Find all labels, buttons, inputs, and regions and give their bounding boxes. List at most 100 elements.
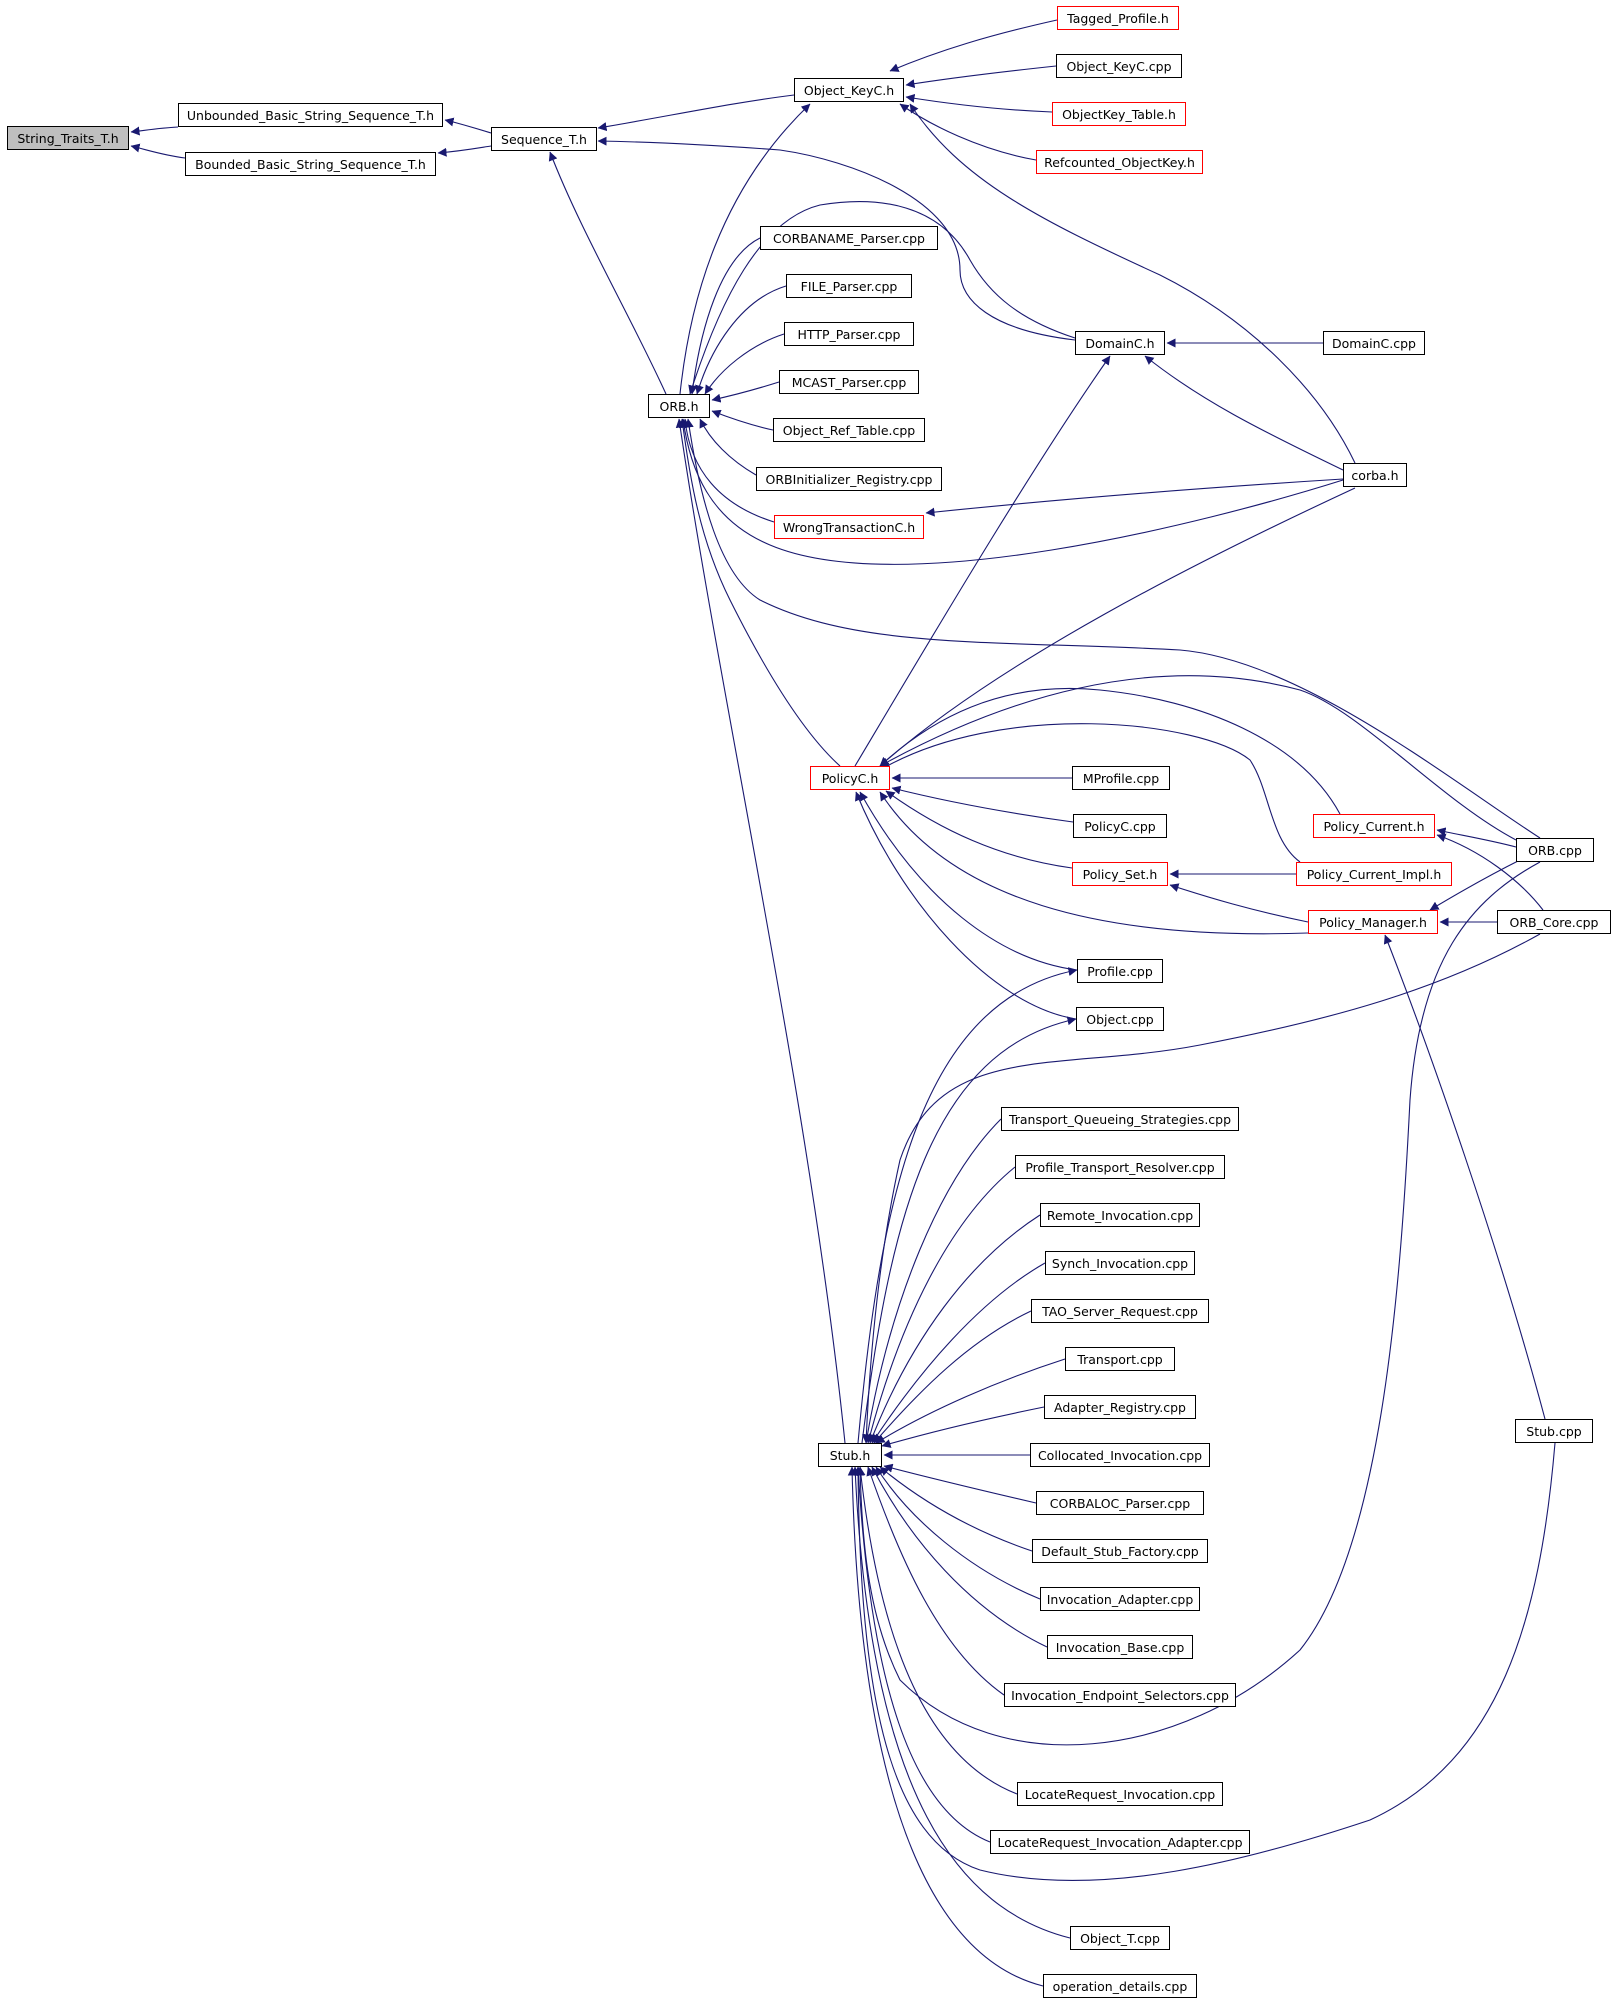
node-invocation-base-cpp[interactable]: Invocation_Base.cpp	[1047, 1635, 1193, 1659]
edge-policyc-cpp-to-policyc-h	[891, 785, 1074, 823]
edge-locatereq-inv-to-stub-h	[856, 1466, 1018, 1795]
node-file-parser-cpp[interactable]: FILE_Parser.cpp	[786, 274, 912, 298]
node-tao-server-request-cpp[interactable]: TAO_Server_Request.cpp	[1031, 1299, 1209, 1323]
edge-profile-cpp-to-policyc-h	[859, 791, 1078, 971]
edge-adapter-registry-to-stub-h	[881, 1406, 1045, 1448]
node-policyc-h[interactable]: PolicyC.h	[810, 766, 890, 790]
node-adapter-registry-cpp[interactable]: Adapter_Registry.cpp	[1044, 1395, 1196, 1419]
node-corba-h[interactable]: corba.h	[1343, 463, 1407, 487]
edge-bounded-to-string-traits	[130, 143, 186, 159]
node-orb-cpp[interactable]: ORB.cpp	[1516, 838, 1594, 862]
edge-corba-h-to-domainc-h	[1144, 355, 1344, 471]
edge-corbaname-to-orb-h	[688, 237, 761, 395]
node-policy-manager-h[interactable]: Policy_Manager.h	[1308, 910, 1438, 934]
node-unbounded-basic-string-sequence-t-h[interactable]: Unbounded_Basic_String_Sequence_T.h	[178, 103, 443, 127]
node-locaterequest-invocation-cpp[interactable]: LocateRequest_Invocation.cpp	[1017, 1782, 1223, 1806]
node-default-stub-factory-cpp[interactable]: Default_Stub_Factory.cpp	[1032, 1539, 1208, 1563]
edge-orb-core-to-stub-h	[861, 933, 1541, 1444]
edge-object-keyc-cpp-to-object-keyc-h	[905, 65, 1057, 89]
node-orb-core-cpp[interactable]: ORB_Core.cpp	[1497, 910, 1611, 934]
node-object-t-cpp[interactable]: Object_T.cpp	[1070, 1926, 1170, 1950]
edge-policyc-h-to-orb-h	[678, 418, 841, 767]
edge-tagged-profile-to-object-keyc-h	[889, 19, 1058, 72]
edge-profile-transport-to-stub-h	[865, 1166, 1016, 1444]
edge-object-ref-table-to-orb-h	[711, 409, 774, 431]
node-policyc-cpp[interactable]: PolicyC.cpp	[1073, 814, 1167, 838]
edge-policy-set-to-policyc-h	[885, 790, 1073, 869]
edge-remote-inv-to-stub-h	[868, 1214, 1041, 1444]
edge-domainc-h-to-sequence	[597, 136, 1076, 341]
edge-http-parser-to-orb-h	[704, 333, 785, 395]
edge-operation-details-to-stub-h	[847, 1466, 1044, 1987]
node-domainc-cpp[interactable]: DomainC.cpp	[1323, 331, 1425, 355]
node-corbaname-parser-cpp[interactable]: CORBANAME_Parser.cpp	[760, 226, 938, 250]
node-profile-transport-resolver-cpp[interactable]: Profile_Transport_Resolver.cpp	[1015, 1155, 1225, 1179]
node-remote-invocation-cpp[interactable]: Remote_Invocation.cpp	[1040, 1203, 1200, 1227]
node-policy-current-impl-h[interactable]: Policy_Current_Impl.h	[1296, 862, 1452, 886]
edge-stub-h-to-profile-cpp	[857, 967, 1078, 1444]
edge-locatereq-adapter-to-stub-h	[853, 1466, 991, 1843]
node-domainc-h[interactable]: DomainC.h	[1075, 331, 1165, 355]
node-operation-details-cpp[interactable]: operation_details.cpp	[1043, 1974, 1197, 1998]
node-object-keyc-h[interactable]: Object_KeyC.h	[794, 78, 904, 102]
edge-default-stub-factory-to-stub-h	[879, 1466, 1033, 1552]
node-policy-set-h[interactable]: Policy_Set.h	[1072, 862, 1168, 886]
edge-sequence-to-bounded	[437, 145, 492, 157]
edge-sequence-to-unbounded	[444, 117, 492, 134]
edge-transport-queueing-to-stub-h	[862, 1118, 1002, 1444]
node-stub-cpp[interactable]: Stub.cpp	[1515, 1419, 1593, 1443]
node-collocated-invocation-cpp[interactable]: Collocated_Invocation.cpp	[1030, 1443, 1210, 1467]
node-tagged-profile-h[interactable]: Tagged_Profile.h	[1057, 6, 1179, 30]
node-bounded-basic-string-sequence-t-h[interactable]: Bounded_Basic_String_Sequence_T.h	[185, 152, 436, 176]
node-object-ref-table-cpp[interactable]: Object_Ref_Table.cpp	[773, 418, 925, 442]
node-refcounted-objectkey-h[interactable]: Refcounted_ObjectKey.h	[1036, 150, 1203, 174]
node-policy-current-h[interactable]: Policy_Current.h	[1313, 814, 1435, 838]
node-wrongtransactionc-h[interactable]: WrongTransactionC.h	[774, 515, 924, 539]
node-http-parser-cpp[interactable]: HTTP_Parser.cpp	[784, 322, 914, 346]
node-transport-queueing-strategies-cpp[interactable]: Transport_Queueing_Strategies.cpp	[1001, 1107, 1239, 1131]
node-locaterequest-invocation-adapter-cpp[interactable]: LocateRequest_Invocation_Adapter.cpp	[990, 1830, 1250, 1854]
edge-policy-manager-to-policyc-h	[879, 791, 1309, 935]
node-string-traits-t-h: String_Traits_T.h	[7, 126, 129, 150]
edge-policyc-h-to-domainc-h	[854, 355, 1111, 767]
edge-policy-current-impl-to-policyc-h	[879, 723, 1301, 863]
node-invocation-endpoint-selectors-cpp[interactable]: Invocation_Endpoint_Selectors.cpp	[1004, 1683, 1236, 1707]
node-objectkey-table-h[interactable]: ObjectKey_Table.h	[1052, 102, 1186, 126]
edge-invocation-base-to-stub-h	[871, 1466, 1048, 1648]
edge-object-t-to-stub-h	[850, 1466, 1071, 1939]
edge-stub-cpp-to-stub-h	[853, 1442, 1556, 1882]
edge-corba-h-to-wrongtx	[925, 478, 1344, 517]
node-sequence-t-h[interactable]: Sequence_T.h	[491, 127, 597, 151]
edge-refcounted-to-object-keyc-h	[899, 103, 1037, 161]
node-stub-h[interactable]: Stub.h	[818, 1443, 882, 1467]
edge-transport-cpp-to-stub-h	[875, 1358, 1066, 1444]
edge-objectkey-table-to-object-keyc-h	[905, 93, 1053, 113]
node-orb-h[interactable]: ORB.h	[648, 394, 710, 418]
node-object-cpp[interactable]: Object.cpp	[1076, 1007, 1164, 1031]
node-orbinitializer-registry-cpp[interactable]: ORBInitializer_Registry.cpp	[756, 467, 942, 491]
edge-mcast-parser-to-orb-h	[711, 381, 780, 403]
edge-orb-cpp-to-policy-manager	[1429, 859, 1521, 911]
edge-orbinit-to-orb-h	[699, 418, 757, 476]
edge-corba-h-to-policyc-h	[879, 487, 1356, 767]
edge-corbaloc-to-stub-h	[883, 1463, 1037, 1504]
edge-object-cpp-to-policyc-h	[855, 791, 1077, 1020]
node-transport-cpp[interactable]: Transport.cpp	[1065, 1347, 1175, 1371]
edge-policy-manager-to-policy-set	[1169, 883, 1309, 923]
edge-stub-cpp-to-policy-manager	[1383, 934, 1546, 1420]
edge-orb-cpp-to-policy-current	[1436, 827, 1517, 848]
node-mprofile-cpp[interactable]: MProfile.cpp	[1072, 766, 1170, 790]
node-profile-cpp[interactable]: Profile.cpp	[1077, 959, 1163, 983]
node-mcast-parser-cpp[interactable]: MCAST_Parser.cpp	[779, 370, 919, 394]
edge-object-keyc-h-to-sequence	[597, 94, 795, 132]
node-invocation-adapter-cpp[interactable]: Invocation_Adapter.cpp	[1040, 1587, 1200, 1611]
edge-domainc-h-to-orb-h	[688, 201, 1076, 395]
node-object-keyc-cpp[interactable]: Object_KeyC.cpp	[1056, 54, 1182, 78]
edge-synch-inv-to-stub-h	[871, 1262, 1046, 1444]
edge-orb-cpp-to-orb-h	[684, 418, 1541, 839]
node-synch-invocation-cpp[interactable]: Synch_Invocation.cpp	[1045, 1251, 1195, 1275]
edge-orb-cpp-to-policyc-h	[879, 675, 1517, 841]
edge-orb-h-to-object-keyc-h	[679, 103, 811, 395]
node-corbaloc-parser-cpp[interactable]: CORBALOC_Parser.cpp	[1036, 1491, 1204, 1515]
